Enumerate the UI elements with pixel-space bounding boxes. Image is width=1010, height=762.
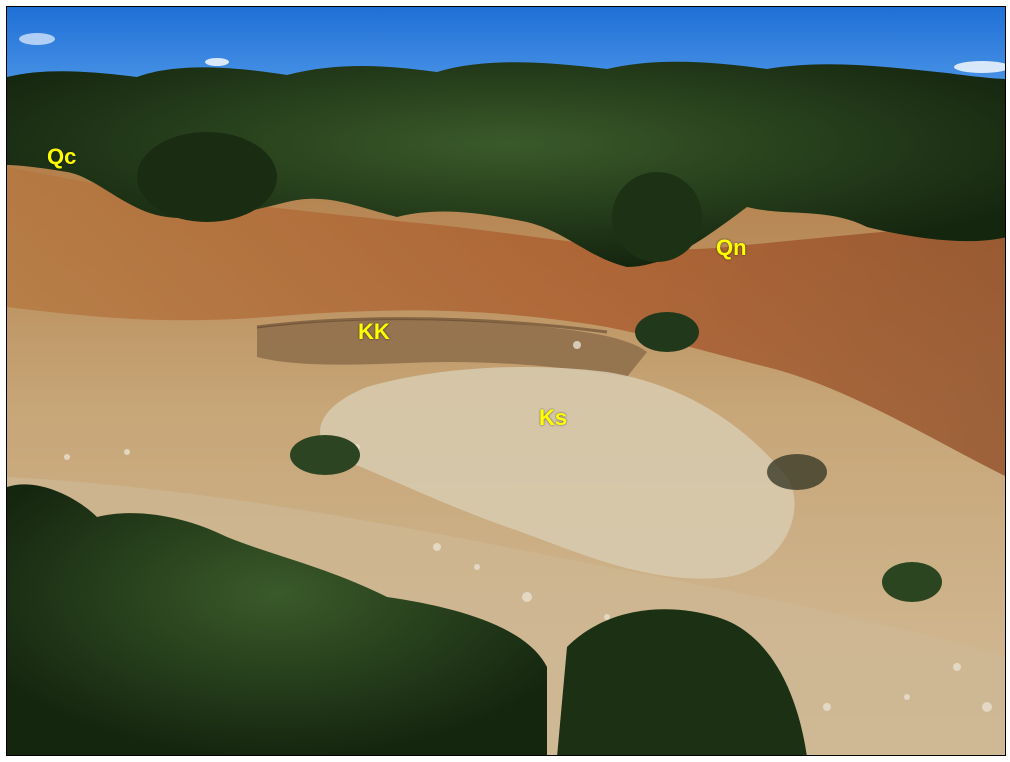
unit-label-ks: Ks (539, 405, 568, 430)
unit-label-qn: Qn (716, 235, 747, 260)
red-soil-band (7, 167, 1005, 476)
unit-label-kk: KK (358, 319, 390, 344)
mid-bush-2 (290, 435, 360, 475)
mid-bush-4 (882, 562, 942, 602)
outcrop-photo (6, 6, 1006, 756)
top-vegetation (7, 61, 1005, 267)
foreground-bush-right (557, 609, 807, 755)
outcrop-illustration (7, 7, 1005, 755)
mid-bush-1 (635, 312, 699, 352)
ks-layer (320, 367, 795, 579)
kk-band (257, 319, 647, 377)
unit-label-qc: Qc (47, 144, 77, 169)
foreground-bush-left (7, 484, 547, 755)
mid-bush-3 (767, 454, 827, 490)
